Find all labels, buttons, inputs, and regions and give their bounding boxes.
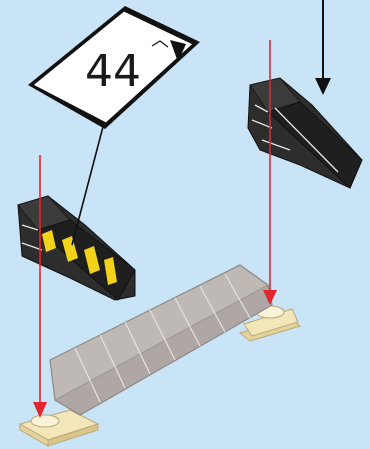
black-direction-arrow [315,0,331,95]
black-slope-brick-left [18,196,135,300]
black-slope-brick-right [248,78,362,188]
sticker-number: 44 [85,46,141,97]
sticker-44: 44 [28,6,200,129]
tan-round-plate-left [20,410,98,446]
light-gray-curved-slope-plate [50,265,272,415]
